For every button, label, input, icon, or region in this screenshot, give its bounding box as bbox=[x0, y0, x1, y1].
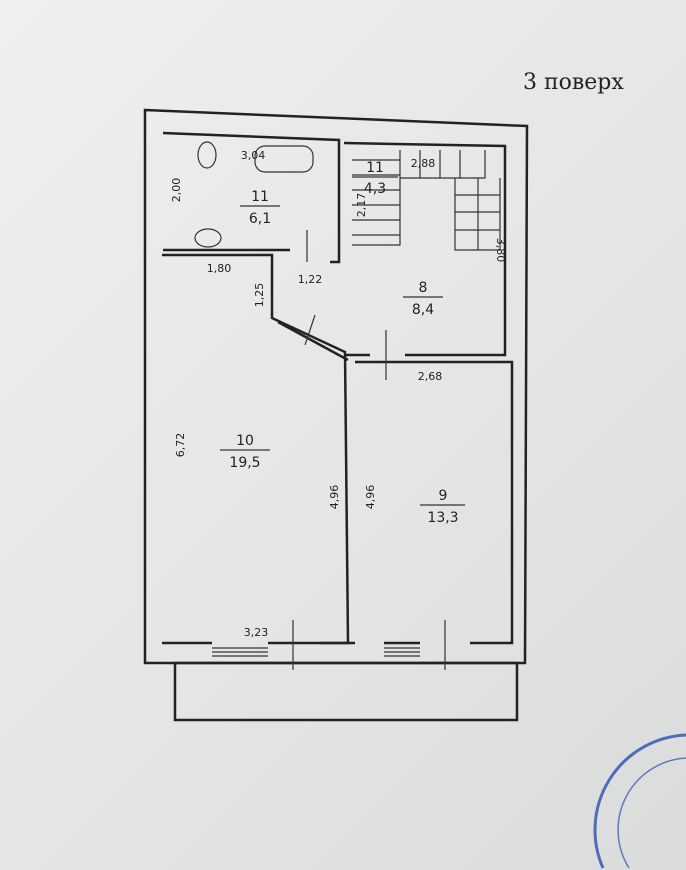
room-number: 11 bbox=[251, 189, 269, 205]
room-number: 9 bbox=[439, 488, 448, 504]
partition bbox=[277, 320, 349, 362]
dim-label: 1,80 bbox=[207, 262, 232, 275]
window-room9 bbox=[384, 647, 420, 657]
dim-label: 3,80 bbox=[494, 238, 507, 263]
sink-icon bbox=[194, 228, 222, 248]
room-number: 11 bbox=[366, 160, 384, 176]
stairs bbox=[352, 150, 501, 251]
room-area: 6,1 bbox=[249, 211, 271, 227]
dim-label: 4,96 bbox=[364, 485, 377, 510]
dim-label: 2,68 bbox=[418, 370, 443, 383]
dim-label: 4,96 bbox=[328, 485, 341, 510]
bathtub bbox=[254, 145, 314, 173]
outer-wall bbox=[143, 108, 529, 665]
room-area: 19,5 bbox=[229, 455, 260, 471]
window-room10 bbox=[212, 647, 268, 657]
dim-label: 2,88 bbox=[411, 157, 436, 170]
dim-label: 1,25 bbox=[253, 283, 266, 308]
room-area: 4,3 bbox=[364, 181, 386, 197]
area-fraction-lines bbox=[220, 176, 465, 506]
dim-label: 2,00 bbox=[170, 178, 183, 203]
room-area: 8,4 bbox=[412, 302, 434, 318]
stamp-inner-ring bbox=[617, 757, 686, 869]
room9-walls bbox=[320, 360, 514, 645]
room-number: 8 bbox=[419, 280, 428, 296]
toilet-icon bbox=[197, 141, 217, 169]
dim-label: 3,04 bbox=[241, 149, 266, 162]
room-number: 10 bbox=[236, 433, 254, 449]
room-area: 13,3 bbox=[427, 510, 458, 526]
room10-walls bbox=[162, 253, 350, 645]
door-marks bbox=[292, 230, 446, 670]
stamp-outer-ring bbox=[593, 733, 686, 869]
dim-label: 2,17 bbox=[355, 193, 368, 218]
dim-label: 6,72 bbox=[174, 433, 187, 458]
floor-title: 3 поверх bbox=[523, 70, 624, 95]
dim-label: 3,23 bbox=[244, 626, 269, 639]
stamp bbox=[593, 733, 686, 869]
bathroom-walls bbox=[162, 131, 341, 264]
balcony bbox=[173, 661, 519, 722]
hall-walls bbox=[343, 141, 507, 357]
dim-label: 1,22 bbox=[298, 273, 323, 286]
